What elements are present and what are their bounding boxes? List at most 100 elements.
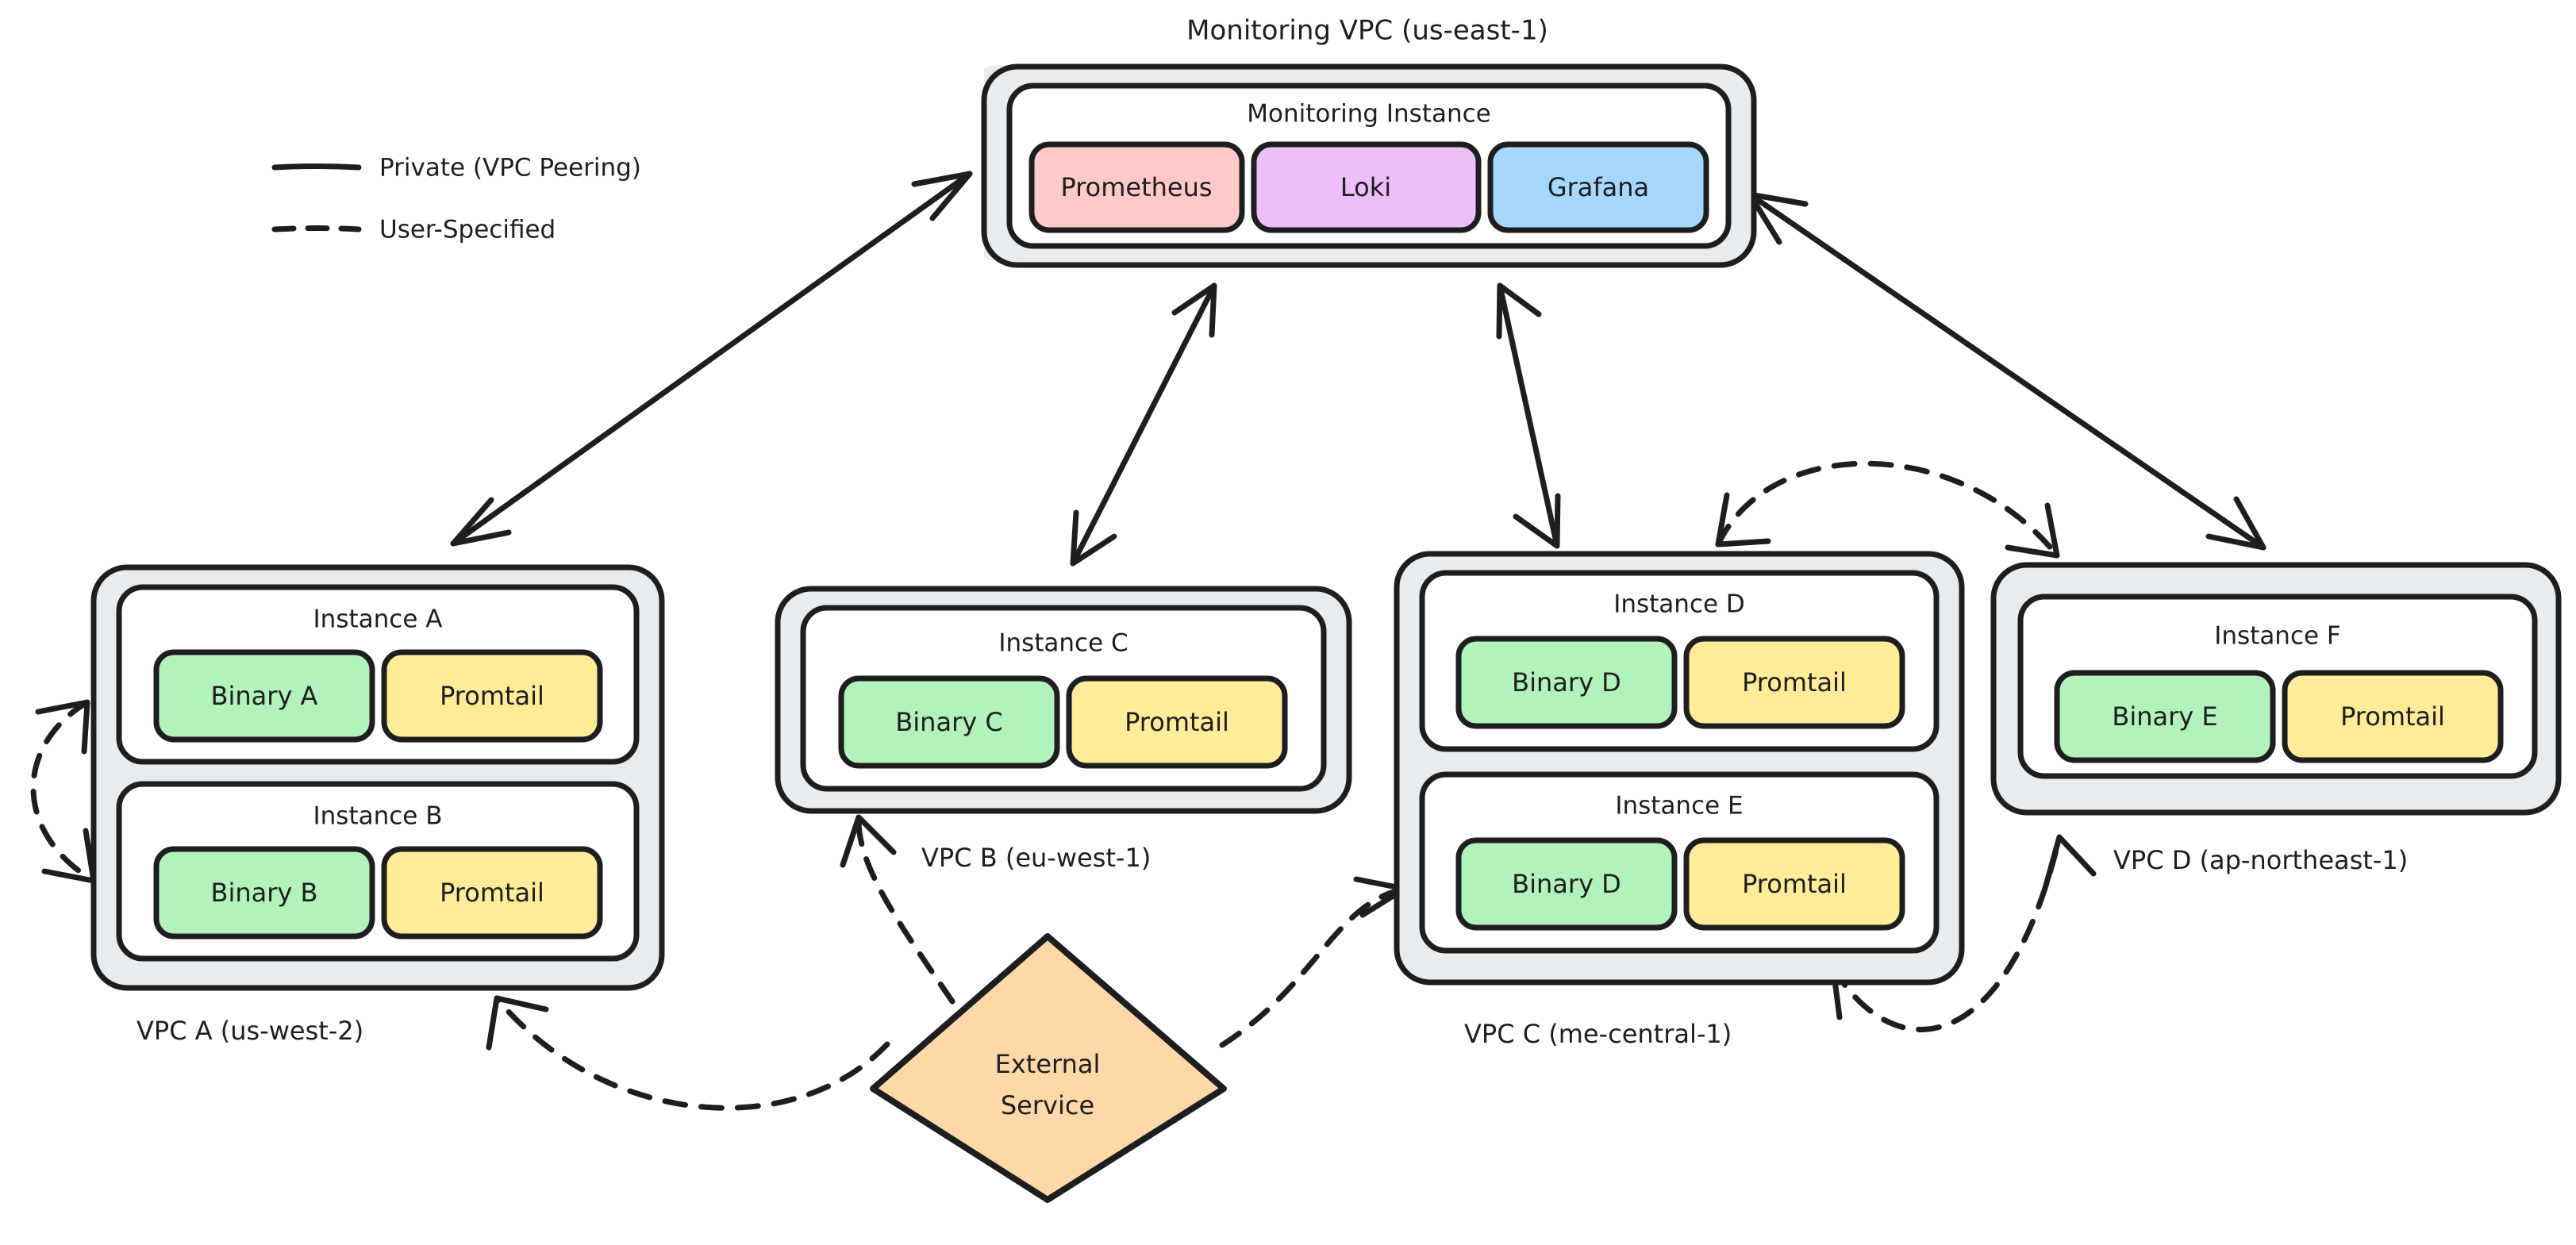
component-promtail-a-outline [381, 649, 603, 743]
component-promtail-e[interactable]: Promtail [1683, 837, 1905, 931]
component-grafana-box [1490, 144, 1706, 230]
arrowhead-end [2205, 496, 2266, 551]
arrowhead-end [41, 828, 97, 884]
component-promtail-f-label: Promtail [2340, 701, 2445, 732]
component-binary-e[interactable]: Binary E [2054, 670, 2276, 763]
component-promtail-a-box [384, 652, 600, 740]
external-service-label-line1: External [995, 1049, 1101, 1079]
component-binary-c-box [841, 678, 1057, 766]
connection-external-to-vpc-a[interactable] [486, 995, 890, 1111]
monitoring-instance[interactable]: Monitoring Instance Prometheus Loki Graf… [1006, 83, 1732, 249]
instance-d[interactable]: Instance D Binary D Promtail [1419, 570, 1940, 752]
component-binary-c[interactable]: Binary C [838, 675, 1060, 769]
instance-c-label: Instance C [998, 629, 1128, 658]
vpc-d-outline [1990, 562, 2562, 816]
component-binary-d2-outline [1455, 837, 1678, 931]
instance-a-label: Instance A [313, 605, 443, 634]
component-promtail-e-outline [1683, 837, 1905, 931]
component-binary-a-label: Binary A [211, 681, 318, 711]
connection-line [450, 171, 973, 547]
vpc-a[interactable]: VPC A (us-west-2) Instance A Binary A Pr… [90, 564, 665, 1046]
vpc-c-outline [1394, 551, 1965, 986]
legend: Private (VPC Peering) User-Specified [271, 154, 641, 244]
component-loki-label: Loki [1340, 172, 1391, 202]
connection-line [1219, 886, 1408, 1048]
monitoring-vpc-outline [981, 63, 1757, 268]
component-prometheus-box [1032, 144, 1242, 230]
external-service-diamond [873, 936, 1224, 1200]
arrowhead-end [2005, 502, 2060, 559]
arrowhead-end [1070, 509, 1117, 567]
connection-monitoring-to-vpc-a[interactable] [450, 171, 973, 547]
instance-e[interactable]: Instance E Binary D Promtail [1419, 771, 1940, 954]
component-binary-e-label: Binary E [2112, 701, 2217, 732]
connection-vpc-c-to-vpc-d-top[interactable] [1715, 460, 2060, 559]
component-grafana[interactable]: Grafana [1487, 141, 1709, 233]
connection-monitoring-to-vpc-b[interactable] [1070, 282, 1217, 567]
instance-c[interactable]: Instance C Binary C Promtail [800, 605, 1327, 792]
component-binary-d[interactable]: Binary D [1455, 636, 1678, 729]
instance-d-label: Instance D [1613, 590, 1745, 619]
external-service-label-line2: Service [1001, 1090, 1094, 1120]
component-promtail-d-outline [1683, 636, 1905, 729]
vpc-a-label: VPC A (us-west-2) [136, 1016, 363, 1046]
connection-instance-a-to-instance-b[interactable] [30, 699, 97, 884]
component-promtail-e-box [1686, 840, 1902, 928]
connection-external-to-vpc-b[interactable] [840, 814, 955, 1005]
vpc-b[interactable]: VPC B (eu-west-1) Instance C Binary C Pr… [775, 586, 1352, 873]
vpc-d-label: VPC D (ap-northeast-1) [2113, 845, 2408, 875]
component-promtail-d[interactable]: Promtail [1683, 636, 1905, 729]
arrowhead-start [1715, 492, 1771, 548]
component-promtail-f[interactable]: Promtail [2282, 670, 2504, 763]
arrowhead-end [450, 497, 512, 547]
vpc-d[interactable]: VPC D (ap-northeast-1) Instance F Binary… [1990, 562, 2562, 875]
component-promtail-b-outline [381, 846, 603, 940]
component-loki-outline [1251, 141, 1482, 233]
instance-c-outline [800, 605, 1327, 792]
component-binary-d2-box [1459, 840, 1674, 928]
component-binary-a-box [156, 652, 372, 740]
component-binary-a[interactable]: Binary A [153, 649, 375, 743]
legend-label-private: Private (VPC Peering) [379, 154, 641, 183]
instance-b-label: Instance B [313, 802, 443, 831]
component-binary-e-box [2057, 673, 2273, 760]
instance-b[interactable]: Instance B Binary B Promtail [116, 781, 640, 962]
monitoring-instance-outline [1006, 83, 1732, 249]
connection-monitoring-to-vpc-c[interactable] [1496, 282, 1561, 549]
component-promtail-c[interactable]: Promtail [1066, 675, 1288, 769]
vpc-b-label: VPC B (eu-west-1) [921, 843, 1151, 873]
connection-line [1715, 460, 2060, 559]
component-promtail-d-box [1686, 639, 1902, 726]
component-promtail-c-outline [1066, 675, 1288, 769]
connection-external-to-vpc-c[interactable] [1219, 876, 1408, 1048]
monitoring-vpc[interactable]: Monitoring VPC (us-east-1) Monitoring In… [981, 15, 1757, 268]
component-binary-b-box [156, 849, 372, 936]
component-binary-e-outline [2054, 670, 2276, 763]
component-promtail-b-box [384, 849, 600, 936]
component-binary-c-label: Binary C [895, 707, 1002, 737]
component-promtail-a-label: Promtail [440, 681, 544, 711]
component-promtail-d-label: Promtail [1742, 667, 1847, 697]
instance-a[interactable]: Instance A Binary A Promtail [116, 584, 640, 765]
component-promtail-a[interactable]: Promtail [381, 649, 603, 743]
component-loki-box [1254, 144, 1478, 230]
vpc-c[interactable]: VPC C (me-central-1) Instance D Binary D… [1394, 551, 1965, 1049]
component-promtail-b[interactable]: Promtail [381, 846, 603, 940]
component-binary-a-outline [153, 649, 375, 743]
connection-monitoring-to-vpc-d[interactable] [1747, 191, 2266, 551]
component-loki[interactable]: Loki [1251, 141, 1482, 233]
component-promtail-c-label: Promtail [1125, 707, 1229, 737]
component-prometheus[interactable]: Prometheus [1028, 141, 1245, 233]
component-binary-e-slot[interactable]: Binary D [1455, 837, 1678, 931]
external-service[interactable]: External Service [870, 933, 1227, 1203]
legend-solid-line [271, 163, 362, 171]
component-promtail-b-label: Promtail [440, 878, 544, 908]
instance-e-label: Instance E [1615, 792, 1743, 820]
component-binary-b[interactable]: Binary B [153, 846, 375, 940]
component-binary-b-outline [153, 846, 375, 940]
component-promtail-f-outline [2282, 670, 2504, 763]
legend-label-user-specified: User-Specified [379, 216, 556, 244]
instance-f[interactable]: Instance F Binary E Promtail [2017, 594, 2538, 779]
